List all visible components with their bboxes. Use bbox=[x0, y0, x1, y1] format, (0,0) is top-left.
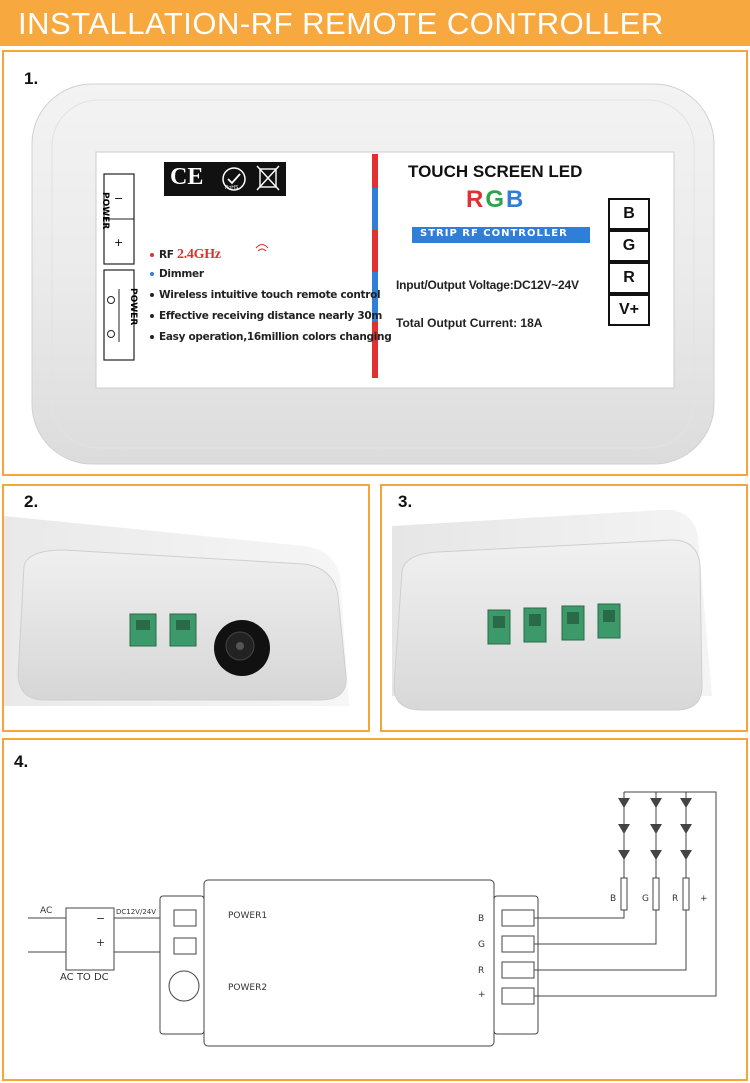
power-label-2: POWER bbox=[128, 288, 138, 326]
panel-number: 2. bbox=[24, 492, 39, 511]
feature-dimmer: Dimmer bbox=[150, 268, 204, 280]
rf-frequency: 2.4GHz bbox=[177, 247, 221, 262]
title-banner: INSTALLATION-RF REMOTE CONTROLLER bbox=[0, 0, 750, 46]
current-spec: Total Output Current: 18A bbox=[396, 316, 543, 330]
rgb-mark: RGB bbox=[466, 186, 526, 213]
panel-output-end: 3. bbox=[380, 484, 748, 732]
feature-wireless: Wireless intuitive touch remote control bbox=[150, 289, 381, 301]
product-subtitle: STRIP RF CONTROLLER bbox=[420, 228, 568, 239]
power-end-illustration bbox=[4, 516, 349, 706]
product-title: TOUCH SCREEN LED bbox=[408, 162, 583, 181]
diagram-minus: − bbox=[96, 912, 106, 925]
strip-label-g: G bbox=[642, 894, 649, 904]
voltage-spec: Input/Output Voltage:DC12V~24V bbox=[396, 278, 579, 292]
rf-line: RF 2.4GHz bbox=[150, 247, 221, 263]
diagram-channel-r: R bbox=[478, 966, 485, 976]
terminal-b: B bbox=[608, 198, 650, 230]
terminal-r: R bbox=[608, 262, 650, 294]
power-minus: − bbox=[114, 192, 124, 205]
terminal-vplus: V+ bbox=[608, 294, 650, 326]
feature-operation: Easy operation,16million colors changing bbox=[150, 331, 392, 343]
terminal-g: G bbox=[608, 230, 650, 262]
rohs-mark: RoHS bbox=[225, 185, 239, 191]
wiring-diagram bbox=[28, 791, 717, 1047]
rf-prefix: RF bbox=[159, 249, 174, 261]
power-plus: + bbox=[114, 236, 124, 249]
ce-mark: CE bbox=[170, 164, 204, 190]
diagram-channel-b: B bbox=[478, 914, 485, 924]
diagram-ac-to-dc: AC TO DC bbox=[60, 972, 109, 983]
banner-title: INSTALLATION-RF REMOTE CONTROLLER bbox=[18, 6, 664, 41]
panel-front-label: 1. POWER − + POWER bbox=[2, 50, 748, 476]
output-end-illustration bbox=[392, 509, 712, 711]
diagram-plus: + bbox=[96, 936, 106, 949]
strip-label-b: B bbox=[610, 894, 617, 904]
diagram-dc-voltage: DC12V/24V bbox=[116, 908, 157, 916]
feature-distance: Effective receiving distance nearly 30m bbox=[150, 310, 382, 322]
diagram-power2: POWER2 bbox=[228, 983, 268, 993]
panel-power-end: 2. bbox=[2, 484, 370, 732]
diagram-channel-plus: + bbox=[478, 990, 486, 1000]
panel-number: 1. bbox=[24, 69, 39, 88]
panel-number: 4. bbox=[14, 752, 29, 771]
panel-number: 3. bbox=[398, 492, 413, 511]
controller-front-illustration bbox=[31, 83, 715, 465]
strip-label-plus: + bbox=[700, 894, 708, 904]
power-label-1: POWER bbox=[100, 192, 110, 230]
diagram-channel-g: G bbox=[478, 940, 485, 950]
panel-wiring-diagram: 4. bbox=[2, 738, 748, 1081]
diagram-ac-label: AC bbox=[40, 906, 53, 916]
strip-label-r: R bbox=[672, 894, 679, 904]
diagram-power1: POWER1 bbox=[228, 911, 268, 921]
